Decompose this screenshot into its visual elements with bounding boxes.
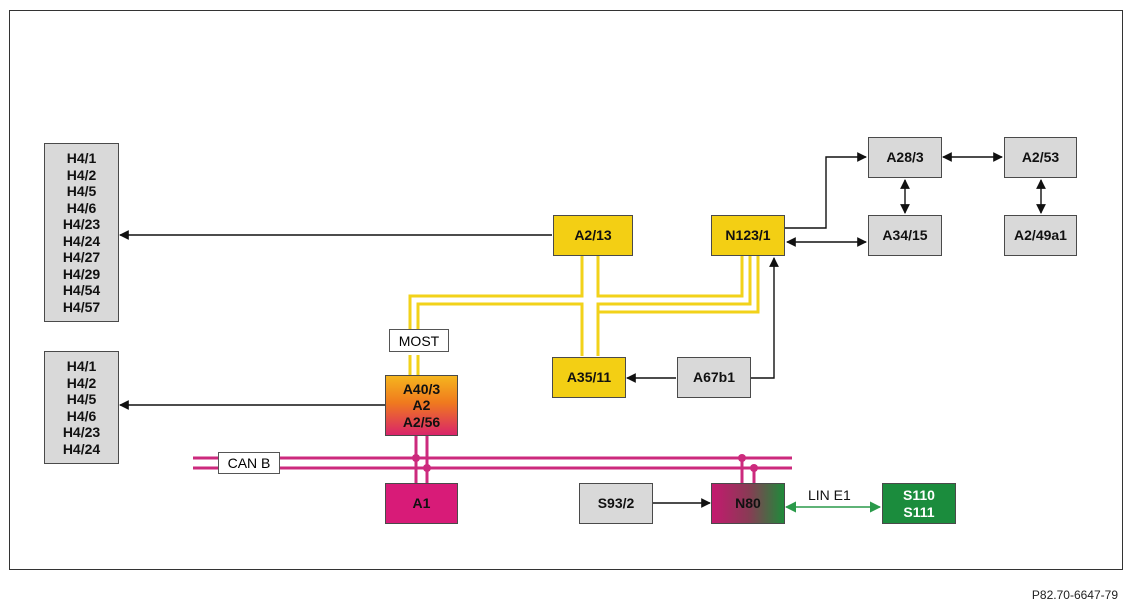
lin-e1-label: LIN E1 [808, 487, 851, 503]
module-label: S110 [903, 487, 935, 503]
module-a67b1: A67b1 [677, 357, 751, 398]
module-a1: A1 [385, 483, 458, 524]
h4-item: H4/2 [66, 374, 97, 391]
module-n80: N80 [711, 483, 785, 524]
h4-item: H4/24 [62, 232, 101, 249]
module-a34-15: A34/15 [868, 215, 942, 256]
reference-number: P82.70-6647-79 [1031, 588, 1118, 602]
h4-item: H4/6 [66, 407, 97, 424]
h4-item: H4/54 [62, 282, 101, 298]
h4-item: H4/57 [62, 298, 101, 315]
module-a28-3: A28/3 [868, 137, 942, 178]
diagram-frame [9, 10, 1123, 570]
module-a2-53: A2/53 [1004, 137, 1077, 178]
module-a35-11: A35/11 [552, 357, 626, 398]
module-label: A40/3 [402, 380, 441, 397]
signal-arrows [119, 152, 1046, 508]
module-n123-1: N123/1 [711, 215, 785, 256]
h4-item: H4/29 [62, 265, 101, 282]
h4-item: H4/23 [62, 216, 101, 232]
can-b-junctions [412, 454, 758, 472]
h4-item: H4/1 [66, 358, 97, 374]
h4-item: H4/23 [62, 424, 101, 440]
module-s93-2: S93/2 [579, 483, 653, 524]
module-label: S111 [903, 503, 935, 520]
module-a2-49a1: A2/49a1 [1004, 215, 1077, 256]
module-a2-13: A2/13 [553, 215, 633, 256]
h4-item: H4/5 [66, 183, 97, 199]
module-label: A2 [412, 397, 431, 414]
can-b-bus-label: CAN B [218, 452, 280, 474]
module-label: A2/56 [402, 413, 441, 430]
can-b-bus [193, 436, 792, 483]
h4-item: H4/27 [62, 249, 101, 265]
most-bus-label: MOST [389, 329, 449, 352]
h4-item: H4/2 [66, 166, 97, 183]
h4-item: H4/6 [66, 199, 97, 216]
most-bus [408, 256, 760, 375]
h4-item: H4/1 [66, 150, 97, 166]
h4-item: H4/5 [66, 391, 97, 407]
h4-item: H4/24 [62, 440, 101, 457]
